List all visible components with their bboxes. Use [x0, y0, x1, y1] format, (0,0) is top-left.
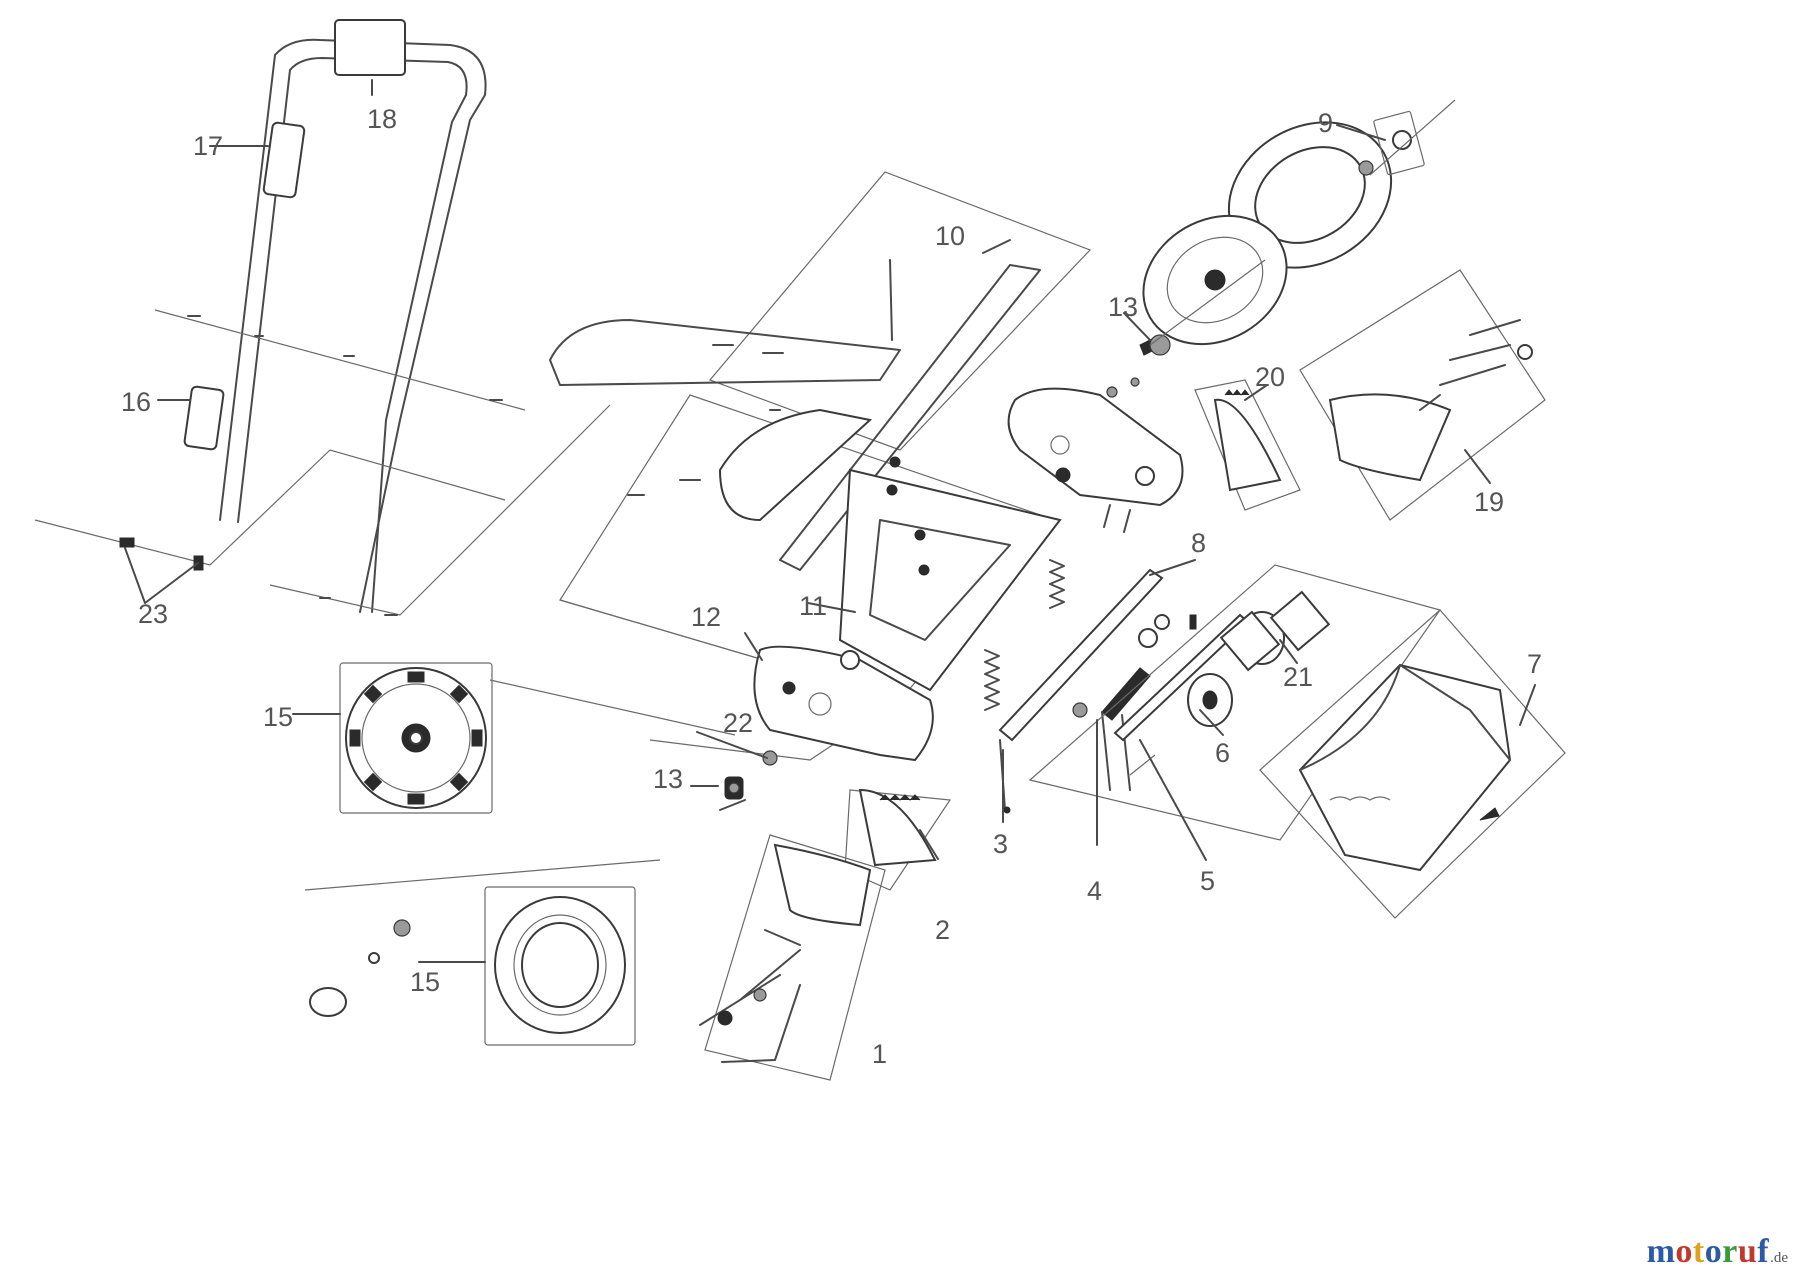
part-label-7: 7	[1527, 649, 1542, 679]
part-label-23: 23	[138, 599, 168, 629]
handle-grip-top	[334, 19, 406, 76]
left-wheel-hub	[304, 662, 736, 891]
right-sector-gear	[1194, 379, 1301, 511]
right-wheel-assembly	[1139, 99, 1456, 356]
part-label-5: 5	[1200, 866, 1215, 896]
part-label-6: 6	[1215, 738, 1230, 768]
part-label-12: 12	[691, 602, 721, 632]
part-label-13-left: 13	[653, 764, 683, 794]
watermark-letter: o	[1675, 1233, 1693, 1270]
watermark-letter: t	[1692, 1233, 1705, 1270]
watermark-logo-text: motoruf	[1647, 1233, 1770, 1270]
part-label-8: 8	[1191, 528, 1206, 558]
watermark-letter: o	[1704, 1233, 1723, 1270]
left-sector-gear	[699, 788, 952, 1081]
left-tire	[309, 886, 636, 1046]
part-label-1: 1	[872, 1039, 887, 1069]
watermark-letter: r	[1722, 1233, 1738, 1270]
motoruf-watermark: motoruf.de	[1647, 1233, 1788, 1271]
handle-grip-lower	[183, 385, 225, 451]
part-label-11: 11	[799, 591, 827, 621]
watermark-letter: f	[1757, 1233, 1770, 1270]
rollers	[1028, 564, 1441, 841]
part-label-10: 10	[935, 221, 965, 251]
leader-lines	[124, 79, 1536, 1063]
handle-bolt-left	[119, 537, 135, 548]
part-label-13-right: 13	[1108, 292, 1138, 322]
part-label-9: 9	[1318, 108, 1333, 138]
left-gear-housing	[719, 645, 934, 811]
watermark-tld: .de	[1770, 1250, 1788, 1266]
part-label-15-hub: 15	[263, 702, 293, 732]
grass-bag	[1259, 609, 1566, 919]
part-label-19: 19	[1474, 487, 1504, 517]
part-label-3: 3	[993, 829, 1008, 859]
part-label-22: 22	[723, 708, 753, 738]
part-label-18: 18	[367, 104, 397, 134]
handle-grip-upper	[262, 121, 306, 199]
part-label-4: 4	[1087, 876, 1102, 906]
part-label-2: 2	[935, 915, 950, 945]
part-labels: 1 2 3 4 5 6 7 8 9 10 11 12 13 13 15 15 1…	[121, 104, 1542, 1069]
part-label-21: 21	[1283, 662, 1313, 692]
watermark-letter: m	[1646, 1233, 1676, 1270]
part-label-17: 17	[193, 131, 223, 161]
part-label-15-tire: 15	[410, 967, 440, 997]
roller-bar-8	[998, 559, 1197, 742]
handle-assembly	[34, 19, 611, 616]
part-label-16: 16	[121, 387, 151, 417]
part-label-20: 20	[1255, 362, 1285, 392]
watermark-letter: u	[1737, 1233, 1758, 1270]
right-cover	[1299, 269, 1546, 521]
right-gear-housing	[1007, 377, 1184, 533]
deck-body	[549, 171, 1092, 761]
